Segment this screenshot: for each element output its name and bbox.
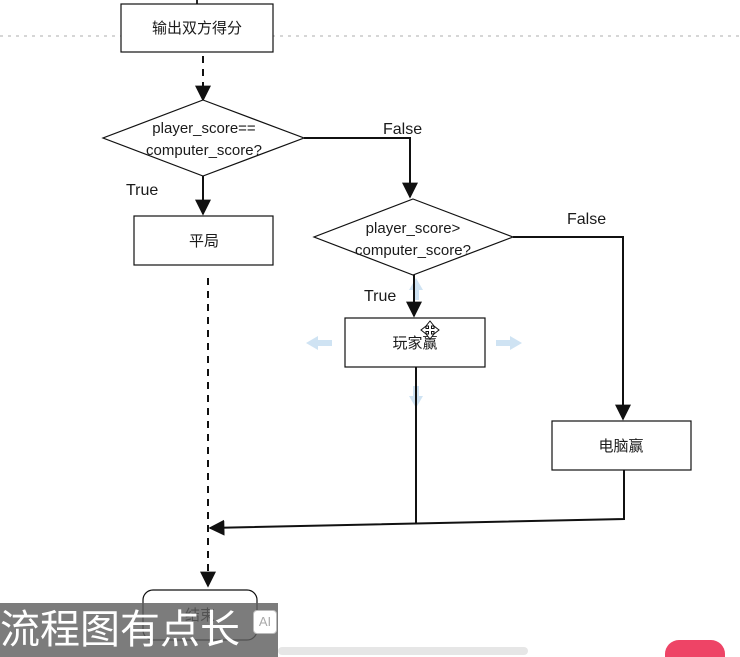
edge-label-greater-false: False xyxy=(567,211,606,228)
floating-widget-icon[interactable] xyxy=(665,640,725,657)
node-tie[interactable]: 平局 xyxy=(133,215,274,266)
edge-greater-false xyxy=(513,236,631,421)
node-computer-wins-label: 电脑赢 xyxy=(598,438,643,455)
node-decision-greater[interactable]: player_score> computer_score? xyxy=(312,198,515,276)
edge-label-greater-true: True xyxy=(364,288,396,305)
decision-greater-line2: computer_score? xyxy=(355,242,471,259)
node-decision-equal[interactable]: player_score== computer_score? xyxy=(101,99,306,177)
node-computer-wins[interactable]: 电脑赢 xyxy=(551,420,692,471)
node-player-wins-label: 玩家赢 xyxy=(392,335,437,352)
decision-greater-line1: player_score> xyxy=(366,220,461,237)
video-subtitle: 流程图有点长 xyxy=(0,603,278,657)
node-output-scores-label: 输出双方得分 xyxy=(152,20,242,37)
ai-badge[interactable]: AI xyxy=(253,610,277,634)
node-tie-label: 平局 xyxy=(189,233,219,250)
node-output-scores[interactable]: 输出双方得分 xyxy=(120,3,274,53)
edge-label-equal-false: False xyxy=(383,121,422,138)
node-player-wins[interactable]: 玩家赢 xyxy=(344,317,486,368)
move-cursor-icon xyxy=(420,320,440,340)
edge-equal-false xyxy=(304,137,418,199)
edge-computer-wins-merge xyxy=(208,470,625,536)
decision-equal-line2: computer_score? xyxy=(146,142,262,159)
edge-label-equal-true: True xyxy=(126,182,158,199)
decision-equal-line1: player_score== xyxy=(152,120,256,137)
horizontal-scrollbar[interactable] xyxy=(278,647,528,655)
